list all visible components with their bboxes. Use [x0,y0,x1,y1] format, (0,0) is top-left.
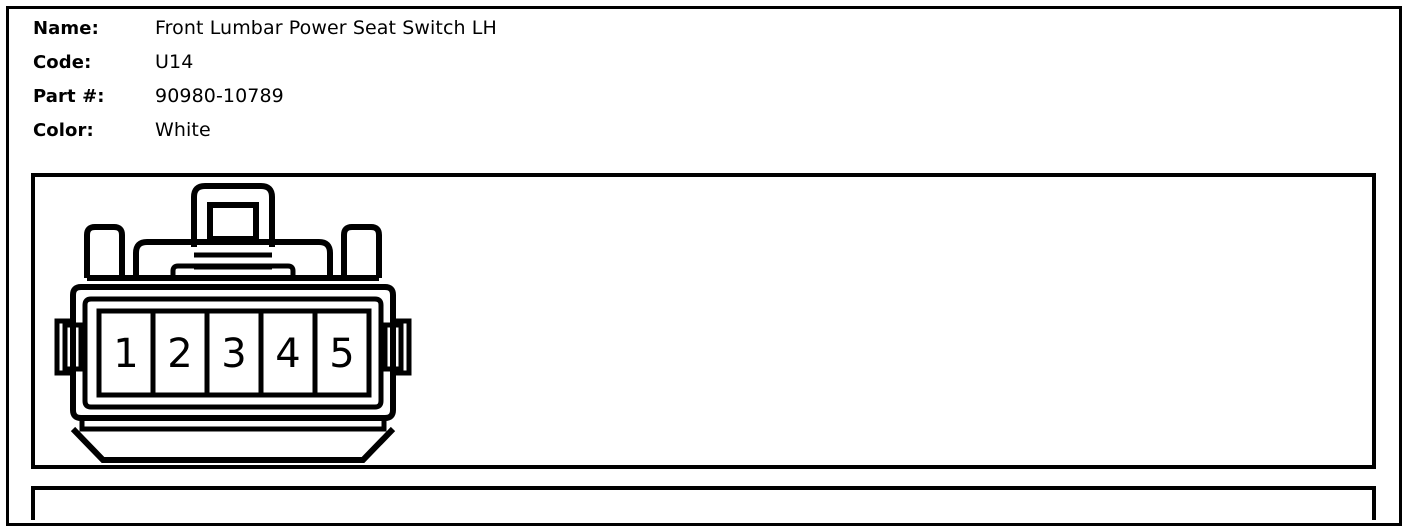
cavity-number-3: 3 [221,331,246,377]
cavity-row: 1 2 3 4 5 [96,308,372,398]
cavity-number-1: 1 [113,331,138,377]
upper-shoulder [133,239,333,278]
right-side-lock-bracket [393,318,412,376]
connector-outline-group [54,183,412,463]
outer-frame [6,6,1402,526]
cavity-box-5[interactable] [312,308,372,398]
spec-row-color: Color: White [33,119,933,153]
housing-keyway-ledge [170,263,296,277]
top-latch-outer [191,183,275,247]
left-side-lock-bracket [54,318,73,376]
cavity-number-5: 5 [329,331,354,377]
spec-row-part-number: Part #: 90980-10789 [33,85,933,119]
connector-svg: 1 2 3 4 5 [54,183,412,463]
top-latch-window [207,202,259,242]
cavity-box-1[interactable] [96,308,156,398]
right-side-lock-tab [382,322,404,372]
cavity-box-4[interactable] [258,308,318,398]
spec-label-part-number: Part #: [33,86,105,107]
spec-label-color: Color: [33,120,94,141]
connector-diagram-panel: 1 2 3 4 5 [31,173,1376,469]
spec-value-name: Front Lumbar Power Seat Switch LH [155,17,497,39]
spec-row-name: Name: Front Lumbar Power Seat Switch LH [33,17,933,51]
bottom-skirt-ledge [79,418,387,432]
connector-face-diagram: 1 2 3 4 5 [35,175,455,471]
spec-value-part-number: 90980-10789 [155,85,284,107]
cavity-boxes [96,308,372,398]
spec-value-color: White [155,119,211,141]
bottom-trapezoid-skirt [70,426,396,463]
spec-label-name: Name: [33,18,99,39]
footer-strip [31,486,1376,520]
connector-spec-list: Name: Front Lumbar Power Seat Switch LH … [33,17,933,153]
left-side-lock-tab [62,322,84,372]
housing-inner-wall [82,296,384,410]
cavity-number-4: 4 [275,331,300,377]
cavity-number-2: 2 [167,331,192,377]
spec-value-code: U14 [155,51,194,73]
right-vertical-rib [341,224,382,278]
left-vertical-rib [84,224,125,278]
spec-label-code: Code: [33,52,92,73]
spec-row-code: Code: U14 [33,51,933,85]
cavity-box-2[interactable] [150,308,210,398]
